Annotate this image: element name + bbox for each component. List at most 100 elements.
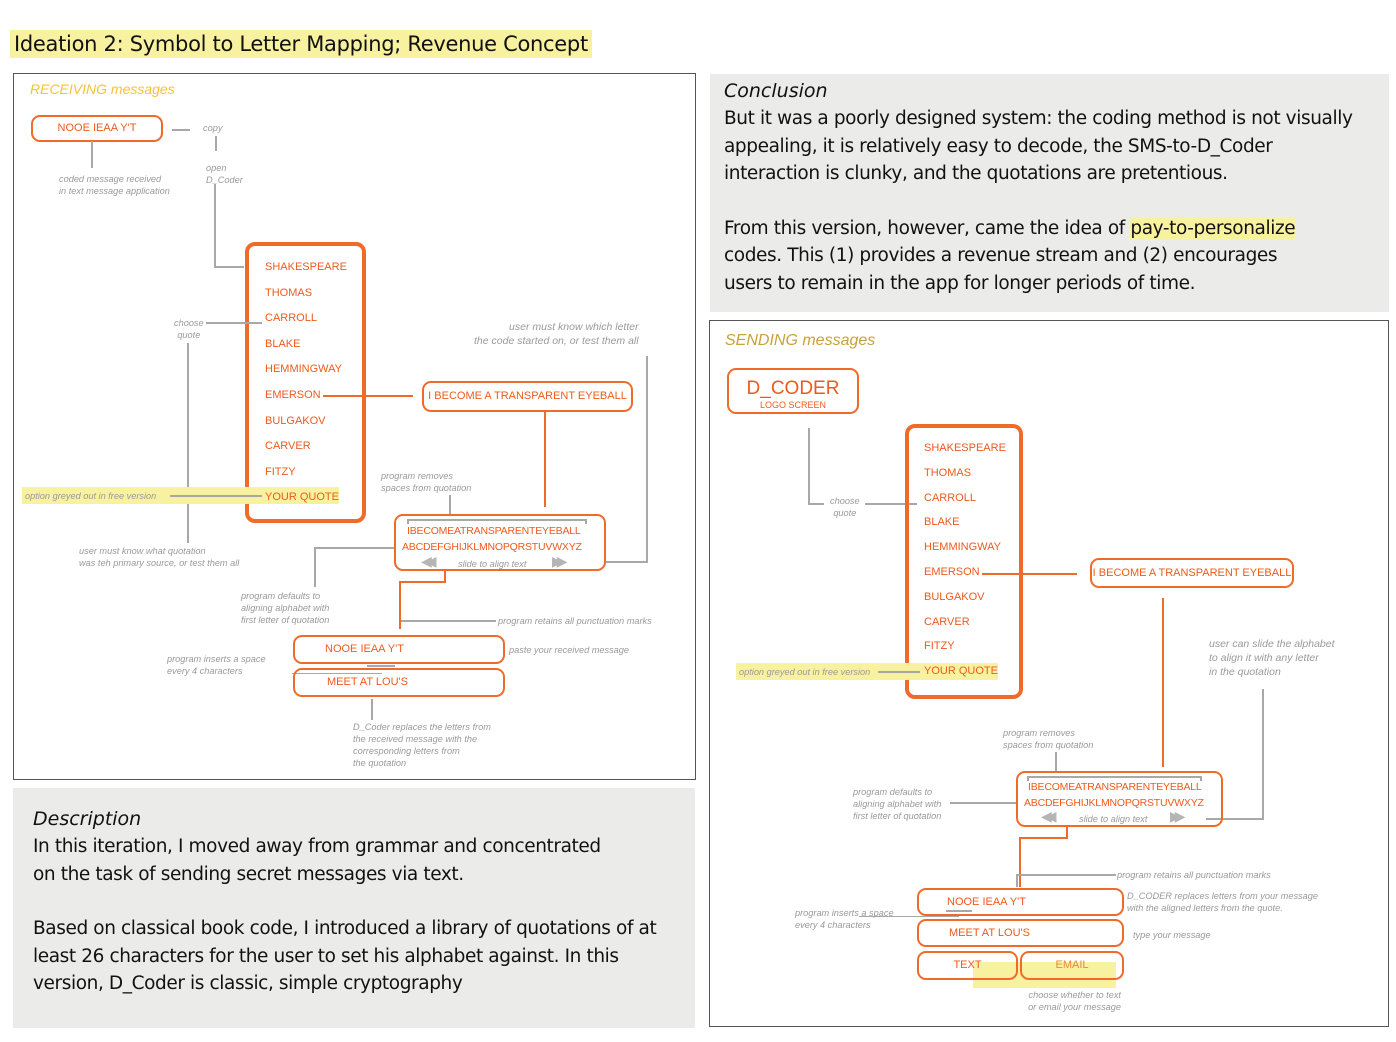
conclusion-para-2-start: From this version, however, came the ide… [724,217,1131,239]
logo-screen-box: D_CODER LOGO SCREEN [727,368,859,414]
note-coded-received: coded message received in text message a… [59,174,170,196]
description-panel: Description In this iteration, I moved a… [13,788,695,1028]
logo-sub: LOGO SCREEN [759,400,826,410]
receiving-title: RECEIVING messages [30,81,175,97]
connector [371,699,373,720]
connector [91,141,93,168]
quote-author-item[interactable]: YOUR QUOTE [265,491,339,504]
connector [399,581,446,583]
connector [544,411,546,507]
slide-label: slide to align text [1079,814,1148,824]
quote-author-item[interactable]: BLAKE [265,337,301,350]
quote-author-item[interactable]: CARVER [265,440,311,453]
description-para-2: Based on classical book code, I introduc… [33,918,657,994]
paste-received-field[interactable]: NOOE IEAA Y'T [293,635,505,664]
text-button[interactable]: TEXT [917,951,1018,980]
email-button-label: EMAIL [1055,959,1089,971]
conclusion-heading: Conclusion [724,80,828,102]
note-must-know-quotation: user must know what quotation was teh pr… [79,546,240,568]
connector [1016,874,1018,887]
connector [187,343,189,543]
page-title: Ideation 2: Symbol to Letter Mapping; Re… [10,30,592,58]
quote-author-item[interactable]: EMERSON [265,389,321,401]
coded-output-value: NOOE IEAA Y'T [947,896,1026,908]
receiving-quote-text: I BECOME A TRANSPARENT EYEBALL [428,390,627,402]
slide-right-icon[interactable]: ▶▶ [552,553,567,569]
quote-author-item[interactable]: THOMAS [265,286,313,299]
quote-author-item[interactable]: SHAKESPEARE [265,261,347,273]
note-retains-punct: program retains all punctuation marks [498,616,652,626]
connector [314,547,316,587]
connector [1016,874,1116,876]
received-coded-message-box: NOOE IEAA Y'T [31,115,163,142]
bracket [1027,776,1029,781]
connector [859,916,959,917]
connector [314,547,394,549]
quote-author-item[interactable]: SHAKESPEARE [924,442,1006,454]
connector [172,129,190,131]
message-input-field[interactable]: MEET AT LOU'S [917,919,1124,947]
quote-author-item[interactable]: CARVER [924,615,970,628]
connector [646,356,648,562]
connector [444,570,446,582]
conclusion-para-2: From this version, however, came the ide… [724,215,1375,298]
note-open-dcoder: open D_Coder [206,163,243,185]
quote-author-item[interactable]: HEMMINGWAY [265,363,342,376]
quote-author-item[interactable]: BULGAKOV [265,414,326,427]
connector [292,673,382,674]
note-paste-message: paste your received message [509,645,630,655]
connector [1262,689,1264,820]
quote-author-item[interactable]: BLAKE [924,516,960,529]
note-removes-spaces: program removes spaces from quotation [381,471,472,493]
slide-left-icon[interactable]: ◀◀ [421,553,436,569]
coded-output-field[interactable]: NOOE IEAA Y'T [917,888,1124,916]
slide-left-icon[interactable]: ◀◀ [1041,808,1056,824]
connector [808,428,810,504]
connector [401,620,496,622]
bracket [1027,776,1201,778]
connector [399,581,401,629]
note-must-know-letter: user must know which letter the code sta… [474,321,639,347]
sending-alphabet: ABCDEFGHIJKLMNOPQRSTUVWXYZ [1024,797,1204,809]
slide-right-icon[interactable]: ▶▶ [1170,808,1185,824]
note-choose-quote: choose quote [174,318,204,340]
description-para-1: In this iteration, I moved away from gra… [33,836,601,885]
sending-quote-box: I BECOME A TRANSPARENT EYEBALL [1090,558,1294,588]
note-inserts-space: program inserts a space every 4 characte… [167,654,266,676]
quote-author-item[interactable]: HEMMINGWAY [924,541,1001,554]
bracket [407,519,586,521]
connector [449,495,451,515]
receiving-quote-list [245,242,366,523]
note-defaults-align: program defaults to aligning alphabet wi… [853,787,942,821]
emerson-connector [323,395,413,397]
decoded-message-field[interactable]: MEET AT LOU'S [293,668,505,697]
note-choose-quote: choose quote [830,496,860,518]
quote-author-item[interactable]: FITZY [265,465,296,478]
note-copy: copy [203,123,223,133]
quote-author-item[interactable]: EMERSON [924,566,980,578]
sending-quote-text: I BECOME A TRANSPARENT EYEBALL [1092,567,1292,579]
buttons-highlight [973,962,1116,988]
connector [950,802,1016,804]
receiving-alphabet: ABCDEFGHIJKLMNOPQRSTUVWXYZ [402,541,582,553]
quote-author-item[interactable]: THOMAS [924,466,972,479]
connector [367,665,395,667]
quote-author-item[interactable]: CARROLL [265,312,317,325]
quote-author-item[interactable]: YOUR QUOTE [924,665,998,678]
connector [214,184,216,268]
quote-author-item[interactable]: BULGAKOV [924,590,985,603]
decoded-message-value: MEET AT LOU'S [327,676,408,688]
quote-author-item[interactable]: CARROLL [924,491,976,504]
connector [1055,752,1057,772]
note-type-message: type your message [1133,930,1211,940]
note-replaces-letters: D_Coder replaces the letters from the re… [353,722,491,768]
underline [946,910,972,912]
note-text-or-email: choose whether to text or email your mes… [1028,990,1121,1012]
conclusion-para-2-end: codes. This (1) provides a revenue strea… [724,245,1278,294]
connector [1019,837,1068,839]
conclusion-panel: Conclusion But it was a poorly designed … [710,74,1389,312]
note-can-slide: user can slide the alphabet to align it … [1209,638,1335,678]
email-button[interactable]: EMAIL [1020,951,1124,980]
quote-author-item[interactable]: FITZY [924,640,955,653]
sending-alignment-box [1016,771,1223,827]
